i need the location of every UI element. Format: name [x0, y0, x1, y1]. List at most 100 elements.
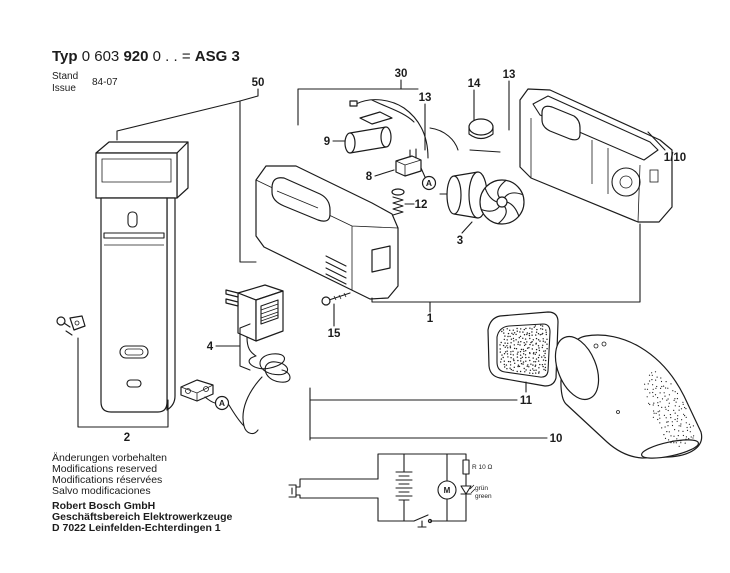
- filter-stipple-dot: [506, 353, 509, 355]
- filter-element: [496, 323, 551, 378]
- switch-body-edge: [395, 159, 422, 176]
- filter-stipple-dot: [542, 365, 544, 368]
- callout-12: 12: [415, 199, 428, 211]
- filter-stipple-dot: [504, 335, 506, 337]
- filter-stipple-dot: [516, 330, 518, 332]
- charger-cable: [246, 336, 291, 383]
- front-housing-handle-opening: [271, 177, 331, 222]
- filter-stipple-dot: [520, 348, 523, 351]
- filter-stipple-dot: [537, 360, 540, 362]
- filter-stipple-dot: [518, 365, 521, 368]
- nozzle-stipple-dot: [674, 398, 676, 400]
- nozzle-stipple-dot: [654, 371, 657, 373]
- filter-stipple-dot: [527, 364, 529, 366]
- filter-stipple-dot: [540, 324, 542, 326]
- filter-stipple-dot: [546, 348, 548, 350]
- filter-stipple-dot: [513, 359, 515, 362]
- filter-stipple-dot: [525, 327, 527, 330]
- filter-stipple-dot: [503, 332, 505, 334]
- filter-stipple-dot: [512, 350, 514, 352]
- nozzle-stipple-dot: [668, 405, 670, 407]
- filter-stipple-dot: [528, 347, 530, 349]
- issue-label: Issue: [52, 83, 76, 94]
- motor-symbol: [437, 480, 457, 500]
- wall-holder-hood-panel: [101, 158, 172, 183]
- filter-stipple-dot: [545, 333, 547, 336]
- filter-stipple-dot: [512, 354, 514, 356]
- filter-stipple-dot: [522, 363, 524, 365]
- nozzle-stipple-dot: [657, 411, 659, 413]
- nozzle-stipple-dot: [680, 423, 682, 425]
- callout-10: 10: [550, 433, 563, 445]
- nozzle-stipple-dot: [652, 391, 654, 394]
- filter-stipple-dot: [535, 358, 538, 360]
- nozzle-stipple-dot: [689, 431, 691, 433]
- fan-hub: [496, 196, 508, 208]
- filter-stipple-dot: [507, 347, 509, 349]
- rear-housing-tab: [649, 169, 659, 183]
- filter-stipple-dot: [528, 332, 531, 335]
- filter-stipple-dot: [531, 328, 533, 330]
- filter-stipple-dot: [531, 331, 533, 333]
- filter-stipple-dot: [500, 341, 502, 344]
- nozzle-stipple: [644, 371, 695, 447]
- leader-line-50: [116, 88, 259, 263]
- stand-label: Stand: [52, 71, 79, 82]
- nozzle-stipple-dot: [665, 408, 667, 410]
- callout-13: 13: [503, 69, 516, 81]
- nozzle-stipple-dot: [652, 404, 654, 406]
- filter-stipple-dot: [510, 357, 512, 359]
- front-housing-latch: [371, 245, 391, 273]
- nozzle-stipple-dot: [649, 403, 651, 406]
- charger-cable-lead: [242, 376, 263, 435]
- filter-stipple-dot: [526, 347, 529, 349]
- nozzle-stipple-dot: [661, 398, 664, 400]
- nozzle-stipple-dot: [673, 399, 675, 401]
- filter-stipple-dot: [525, 356, 527, 359]
- nozzle-stipple-dot: [653, 412, 655, 414]
- filter-stipple-dot: [512, 337, 515, 340]
- filter-stipple-dot: [535, 348, 538, 351]
- filter-stipple-dot: [522, 348, 524, 351]
- charger-prong: [225, 289, 239, 298]
- filter-stipple-dot: [520, 328, 522, 330]
- filter-stipple-dot: [509, 361, 512, 363]
- switch-cylinder-end: [380, 126, 392, 148]
- filter-stipple-dot: [543, 350, 545, 352]
- filter-stipple-dot: [504, 366, 506, 368]
- spring-cap: [391, 188, 405, 196]
- wall-dowel-hole: [74, 320, 80, 326]
- callout-15: 15: [328, 328, 341, 340]
- nozzle-stipple-dot: [685, 422, 687, 424]
- led-label-en: green: [475, 493, 492, 500]
- nozzle-stipple-dot: [652, 384, 654, 386]
- nozzle-stipple-dot: [664, 426, 666, 428]
- nozzle-stipple-dot: [665, 387, 667, 389]
- part-number-main: 920: [123, 48, 149, 65]
- filter-stipple-dot: [536, 328, 538, 331]
- filter-stipple-dot: [529, 327, 531, 329]
- nozzle-stipple-dot: [682, 403, 684, 405]
- filter-stipple-dot: [511, 332, 513, 334]
- nozzle-stipple-dot: [672, 440, 674, 442]
- nozzle-stipple-dot: [668, 394, 671, 396]
- filter-stipple-dot: [529, 337, 531, 340]
- filter-stipple-dot: [528, 366, 530, 368]
- wall-holder-slot: [103, 232, 165, 239]
- filter-stipple-dot: [538, 367, 540, 369]
- nozzle-stipple-dot: [649, 380, 651, 382]
- circuit-input-wires: [295, 478, 379, 499]
- nozzle-hole: [601, 341, 607, 347]
- nozzle-stipple-dot: [676, 420, 678, 422]
- filter-stipple-dot: [519, 344, 521, 346]
- filter-stipple-dot: [517, 351, 519, 353]
- filter-stipple-dot: [517, 364, 520, 366]
- nozzle-stipple-dot: [682, 434, 685, 437]
- nozzle-stipple-dot: [656, 385, 658, 388]
- filter-stipple-dot: [532, 339, 534, 341]
- filter-stipple-dot: [528, 334, 531, 337]
- brush-holder-body: [468, 126, 494, 140]
- nozzle-stipple-dot: [677, 415, 679, 417]
- nozzle-stipple-dot: [660, 377, 662, 379]
- nozzle-stipple-dot: [660, 387, 662, 389]
